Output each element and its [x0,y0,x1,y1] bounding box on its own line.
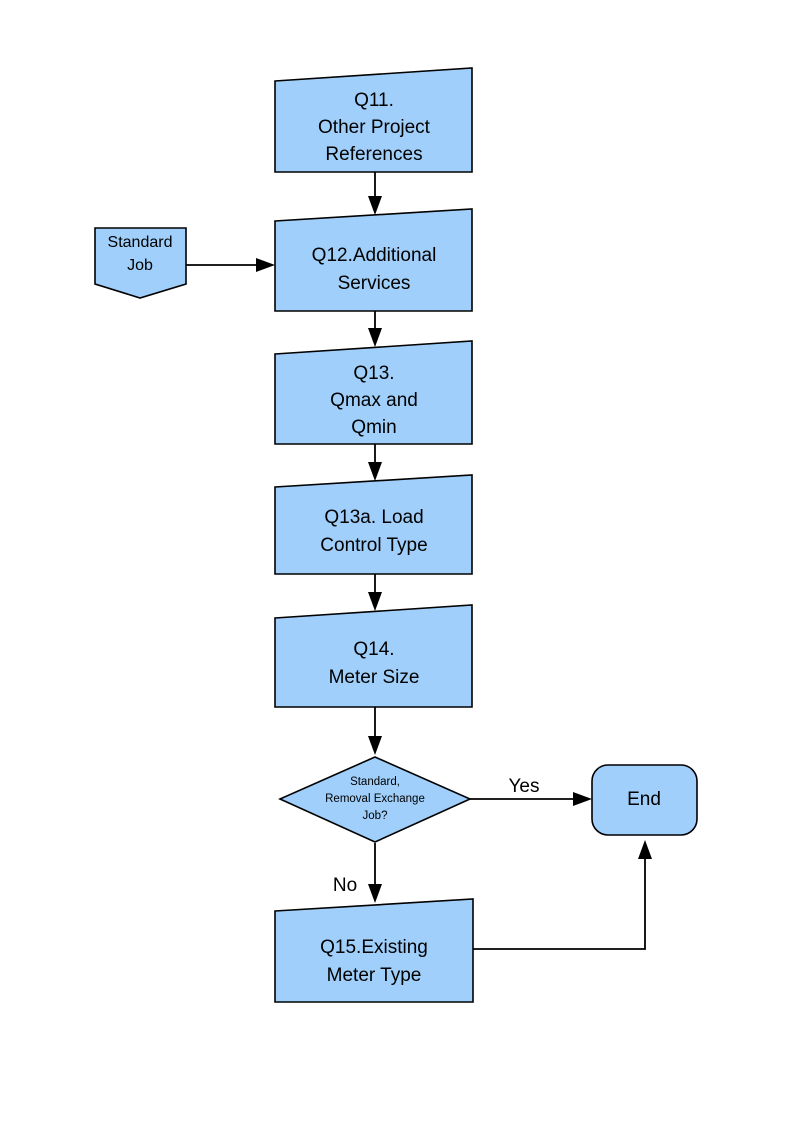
node-q11-line2: Other Project [318,117,431,138]
node-shape-slanted-rectangle[interactable] [274,340,473,445]
node-q13-line1: Q13. [353,363,394,384]
node-q14-line1: Q14. [353,639,394,660]
node-decision[interactable]: Standard, Removal Exchange Job? [278,756,472,843]
node-end-label: End [627,789,661,810]
node-decision-line2: Removal Exchange [325,793,425,805]
edge-q13-to-q13a [368,444,382,481]
node-standard-job-line1: Standard [108,234,173,251]
arrow-head-icon [638,840,652,859]
node-standard-job-line2: Job [127,257,153,274]
edge-line [473,853,646,950]
edge-decision-to-end-yes [470,792,592,806]
node-q13-line2: Qmax and [330,390,418,411]
node-q15-line2: Meter Type [327,965,422,986]
arrow-head-icon [368,736,382,755]
arrow-head-icon [573,792,592,806]
node-decision-line3: Job? [363,810,388,822]
node-q13a-line2: Control Type [320,535,427,556]
arrow-head-icon [368,196,382,215]
arrow-head-icon [368,328,382,347]
node-shape-slanted-rectangle[interactable] [274,67,473,173]
edge-standard-job-to-q12 [186,258,275,272]
edge-decision-to-q15-no [368,843,382,903]
node-standard-job[interactable]: Standard Job [94,227,187,299]
node-decision-line1: Standard, [350,776,400,788]
edge-q13a-to-q14 [368,574,382,611]
node-q11[interactable]: Q11. Other Project References [274,67,473,173]
node-shape-slanted-rectangle[interactable] [274,208,473,312]
node-shape-slanted-rectangle[interactable] [274,604,473,708]
arrow-head-icon [256,258,275,272]
node-shape-slanted-rectangle[interactable] [274,474,473,575]
node-q13a-line1: Q13a. Load [324,507,423,528]
edge-label-yes: Yes [509,776,540,797]
node-shape-diamond[interactable] [278,756,472,843]
node-q11-line3: References [325,144,422,165]
node-q12[interactable]: Q12.Additional Services [274,208,473,312]
node-q13a[interactable]: Q13a. Load Control Type [274,474,473,575]
node-q13-line3: Qmin [351,417,396,438]
arrow-head-icon [368,462,382,481]
node-q11-line1: Q11. [354,90,394,111]
edge-q15-to-end [473,840,652,950]
node-q13[interactable]: Q13. Qmax and Qmin [274,340,473,445]
node-end[interactable]: End [591,764,698,836]
node-q15-line1: Q15.Existing [320,937,428,958]
arrow-head-icon [368,884,382,903]
edge-q11-to-q12 [368,172,382,215]
edge-q12-to-q13 [368,311,382,347]
node-q14[interactable]: Q14. Meter Size [274,604,473,708]
arrow-head-icon [368,592,382,611]
node-q12-line1: Q12.Additional [312,245,437,266]
node-q15[interactable]: Q15.Existing Meter Type [274,898,474,1003]
edge-q14-to-decision [368,707,382,755]
node-shape-rounded-terminator[interactable] [591,764,698,836]
node-shape-pentagon[interactable] [94,227,187,299]
edge-label-no: No [333,875,357,896]
node-q14-line2: Meter Size [329,667,420,688]
node-q12-line2: Services [338,273,411,294]
node-shape-slanted-rectangle[interactable] [274,898,474,1003]
